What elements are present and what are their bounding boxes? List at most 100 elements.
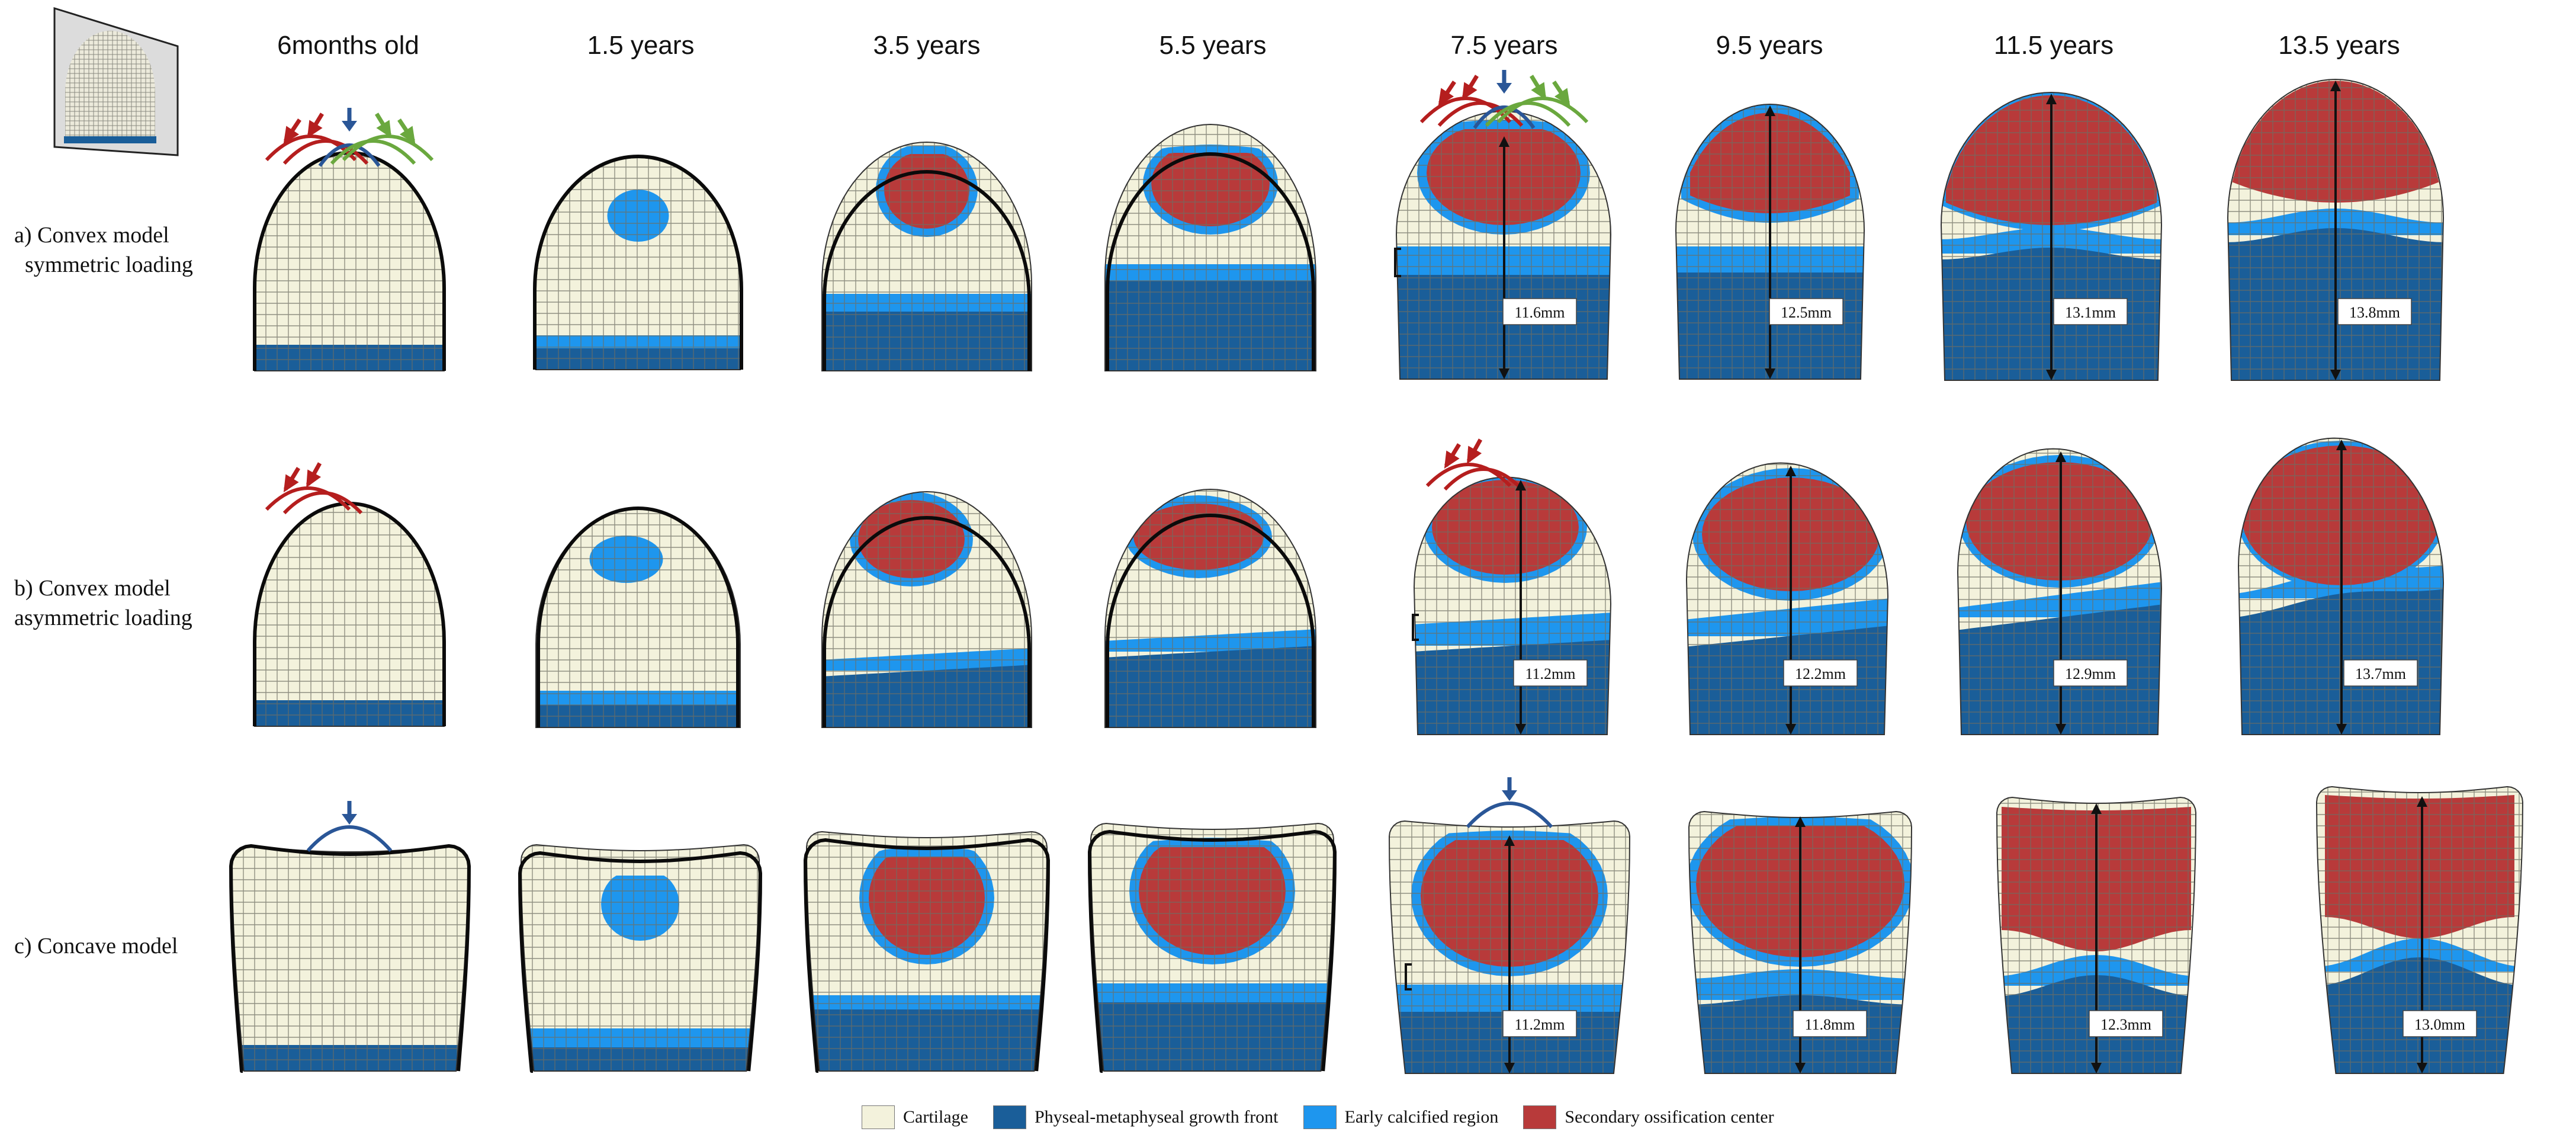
load-c5-arrow [1502, 777, 1517, 801]
measurement-label-b7: 12.9mm [2065, 665, 2116, 682]
panel-b1 [253, 502, 446, 727]
height-arrow-a5: 11.6mm [1499, 136, 1577, 379]
row-label-c-line1: c) Concave model [14, 934, 178, 959]
panel-a2-cartilage [536, 158, 740, 370]
load-c1-arc [306, 825, 393, 852]
measurement-label-c5: 11.2mm [1515, 1016, 1565, 1033]
panel-a3-reference-outline [823, 170, 1031, 371]
legend-item-cartilage: Cartilage [862, 1105, 968, 1129]
panel-c2-mesh [521, 845, 759, 1071]
load-a1-arc-green-1 [342, 134, 434, 162]
panel-a5-edge [1395, 110, 1612, 380]
thumbnail-base [64, 136, 156, 143]
measurement-box-a5 [1502, 298, 1577, 325]
panel-a2 [533, 155, 743, 370]
panel-a2-soc-0 [607, 190, 669, 242]
measurement-box-a7 [2053, 298, 2128, 325]
bracket-marker-c [1405, 963, 1412, 990]
panel-b6-band-0 [1687, 598, 1888, 636]
panel-a8-edge [2227, 78, 2445, 381]
panel-b4-band-0 [1105, 629, 1316, 652]
panel-a3-edge [821, 141, 1032, 371]
model-thumbnail [53, 7, 179, 156]
measurement-label-c8: 13.0mm [2414, 1016, 2465, 1033]
panel-b2 [535, 507, 741, 728]
panel-c1-reference-outline [229, 844, 471, 1073]
row-label-a-line2: symmetric loading [25, 252, 193, 277]
column-header-3: 5.5 years [1159, 31, 1267, 60]
panel-b4-soc-0 [1133, 504, 1264, 570]
bracket-marker-a [1394, 248, 1401, 277]
load-a1-arc-green-2 [330, 139, 416, 165]
panel-b2-band-1 [536, 705, 740, 727]
panel-a1-mesh [255, 153, 444, 371]
panel-c3-band-0 [807, 995, 1047, 1009]
panel-c4-reference-outline [1088, 830, 1337, 1073]
panel-c1 [229, 844, 471, 1073]
load-b5-arc-red-2 [1443, 467, 1524, 491]
row-label-b-line2: asymmetric loading [14, 605, 192, 630]
panel-c4-soc-0 [1139, 847, 1286, 955]
panel-c3-soc-0 [869, 857, 985, 955]
panel-b7-edge [1957, 448, 2163, 735]
load-a5-arrow-red-2 [1462, 75, 1479, 101]
height-arrow-a6: 12.5mm [1765, 105, 1843, 379]
legend-swatch-growth-front [993, 1105, 1026, 1129]
load-a1-arc-red-2 [282, 139, 369, 165]
panel-b1-cartilage [255, 504, 444, 726]
panel-b2-band-0 [536, 691, 740, 705]
legend-item-soc: Secondary ossification center [1523, 1105, 1774, 1129]
column-header-0: 6months old [277, 31, 419, 60]
load-b1-arrow-red-2 [306, 462, 322, 488]
height-arrow-a7: 13.1mm [2046, 94, 2128, 380]
measurement-box-b8 [2343, 659, 2418, 687]
height-arrow-b6: 12.2mm [1783, 466, 1858, 735]
load-b5-arrow-red-1 [1444, 443, 1461, 469]
measurement-label-a5: 11.6mm [1515, 304, 1565, 321]
legend-label-early-calcified: Early calcified region [1344, 1107, 1499, 1127]
load-a5-arc-green-1 [1496, 97, 1589, 124]
legend: Cartilage Physeal-metaphyseal growth fro… [862, 1104, 1799, 1130]
thumbnail-dome [65, 31, 155, 142]
panel-a3 [821, 141, 1032, 371]
panel-b5-edge [1413, 476, 1612, 735]
panel-c8-edge [2315, 786, 2524, 1074]
height-arrow-c8: 13.0mm [2402, 796, 2477, 1073]
panel-c3-band-1 [807, 1009, 1047, 1071]
panel-b4-band-1 [1105, 646, 1316, 727]
legend-item-growth-front: Physeal-metaphyseal growth front [993, 1105, 1279, 1129]
measurement-box-c6 [1793, 1010, 1867, 1037]
height-arrow-a8: 13.8mm [2330, 81, 2412, 380]
column-header-1: 1.5 years [587, 31, 695, 60]
load-a5-arc-green-2 [1485, 101, 1571, 127]
row-label-b-line1: b) Convex model [14, 576, 171, 601]
panel-a1-cartilage [255, 153, 444, 371]
legend-swatch-early-calcified [1303, 1105, 1337, 1129]
panel-b2-cartilage [536, 508, 740, 727]
measurement-box-c7 [2089, 1010, 2163, 1037]
load-a1-arc-blue [318, 143, 381, 167]
panel-c2-reference-outline [518, 851, 762, 1073]
legend-label-soc: Secondary ossification center [1565, 1107, 1774, 1127]
height-arrow-c7: 12.3mm [2089, 803, 2163, 1073]
panel-a2-band-0 [536, 335, 740, 348]
panel-b5-soc-0 [1432, 480, 1579, 575]
panel-b6-edge [1685, 462, 1889, 735]
panel-b5 [1413, 476, 1612, 735]
load-a5-arrow-blue [1496, 70, 1512, 94]
panel-a6-edge [1675, 103, 1865, 380]
load-a5-arc-blue [1473, 105, 1536, 129]
load-a5-arrow-red-1 [1438, 81, 1456, 106]
panel-a3-band-1 [822, 312, 1032, 371]
panel-b3-band-1 [822, 665, 1032, 727]
measurement-label-c7: 12.3mm [2100, 1016, 2151, 1033]
measurement-label-b8: 13.7mm [2355, 665, 2406, 682]
panel-c3-reference-outline [804, 838, 1050, 1073]
panel-a4 [1104, 123, 1316, 371]
measurement-box-b7 [2053, 659, 2128, 687]
column-header-7: 13.5 years [2278, 31, 2400, 60]
load-b5-arc-red-1 [1425, 463, 1512, 488]
legend-item-early-calcified: Early calcified region [1303, 1105, 1499, 1129]
measurement-label-a7: 13.1mm [2065, 304, 2116, 321]
load-a1-arrow-blue [342, 108, 357, 132]
